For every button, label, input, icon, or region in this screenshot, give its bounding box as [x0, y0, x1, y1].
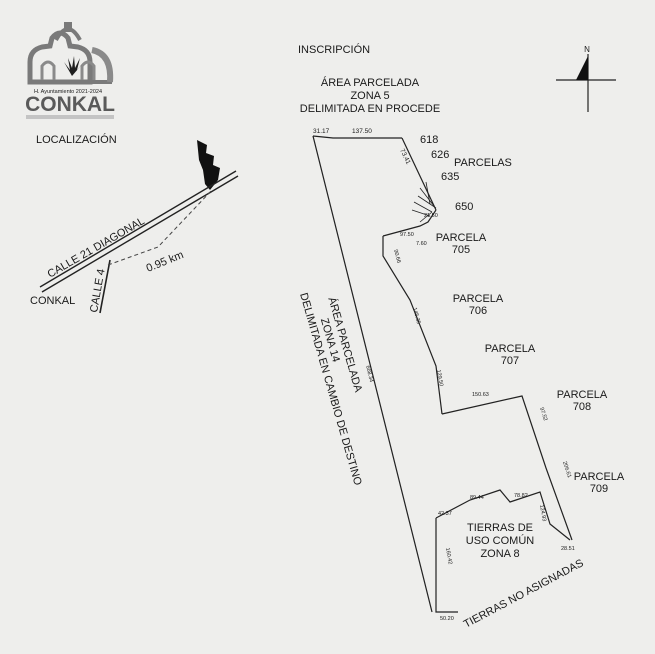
cluster-ray-1	[417, 195, 437, 209]
measure-137-50: 137.50	[352, 128, 372, 135]
parcel-705-number: 705	[452, 244, 470, 256]
north-arrow: N	[556, 45, 616, 112]
cluster-ray-2	[419, 187, 435, 207]
parcel-706-label: PARCELA	[453, 293, 504, 305]
zone5-line3: DELIMITADA EN PROCEDE	[300, 103, 440, 115]
north-letter: N	[584, 45, 590, 54]
cluster-outline	[382, 209, 437, 237]
distance-label: 0.95 km	[145, 249, 186, 275]
zone5-line1: ÁREA PARCELADA	[321, 76, 420, 89]
measure-42-37: 42.37	[438, 511, 452, 517]
measure-145-35: 145.35	[411, 307, 421, 325]
parcel-708-number: 708	[573, 401, 591, 413]
site-shape	[197, 140, 220, 190]
cluster-ray-4	[413, 201, 433, 213]
cluster-ray-5	[411, 209, 431, 217]
east-boundary	[382, 236, 443, 415]
logo-base	[28, 80, 112, 84]
parcel-709-label: PARCELA	[574, 471, 625, 483]
measure-160-42: 160.42	[444, 547, 453, 565]
logo-arch-left	[40, 60, 56, 82]
measure-97-50: 97.50	[400, 232, 414, 238]
logo-right-wing	[91, 47, 114, 83]
measure-28-51: 28.51	[561, 546, 575, 552]
logo-name: CONKAL	[25, 93, 115, 116]
tierras-no-asignadas-label: TIERRAS NO ASIGNADAS	[462, 557, 586, 630]
uso-comun-boundary	[435, 489, 571, 541]
plan-polygon	[312, 135, 573, 613]
parcel-705-label: PARCELA	[436, 232, 487, 244]
step-boundary	[441, 395, 573, 541]
uso-comun-line1: TIERRAS DE	[467, 522, 533, 534]
measure-150-63: 150.63	[472, 392, 489, 398]
location-inset: CALLE 21 DIAGONAL CALLE 4 CONKAL 0.95 km	[30, 140, 239, 314]
calle-21-line-a	[41, 175, 239, 293]
parcel-706-number: 706	[469, 305, 487, 317]
parcel-number-618: 618	[420, 134, 438, 146]
conkal-label: CONKAL	[30, 295, 75, 307]
north-boundary	[312, 135, 402, 139]
measure-31-17: 31.17	[313, 128, 330, 135]
calle-4-line	[99, 259, 111, 314]
conkal-logo: H. Ayuntamiento 2021-2024 CONKAL	[25, 22, 115, 119]
measure-97-52: 97.52	[538, 407, 548, 422]
cluster-ray-6	[419, 211, 433, 223]
route-dashed	[107, 189, 213, 266]
measure-90-66: 90.66	[392, 249, 401, 264]
parcel-number-626: 626	[431, 149, 449, 161]
parcel-number-650: 650	[455, 201, 473, 213]
measure-206-61: 206.61	[561, 461, 572, 479]
measure-50-20: 50.20	[440, 616, 454, 622]
inscripcion-title: INSCRIPCIÓN	[298, 43, 370, 56]
logo-arch-right	[80, 60, 96, 82]
parcel-709-number: 709	[590, 483, 608, 495]
measure-124-93: 124.93	[538, 504, 547, 522]
measure-78-82: 78.82	[514, 493, 528, 499]
measure-129-50: 129.50	[435, 369, 444, 387]
calle-21-line-b	[39, 170, 237, 288]
uso-comun-west	[435, 518, 458, 613]
measure-668-34: 668.34	[364, 365, 374, 383]
northeast-diagonal	[401, 137, 437, 211]
logo-agave-icon	[64, 56, 84, 76]
logo-tagline-bar	[26, 115, 114, 119]
parcel-707-label: PARCELA	[485, 343, 536, 355]
uso-comun-line3: ZONA 8	[480, 548, 519, 560]
measure-7-60: 7.60	[416, 241, 427, 247]
logo-tower	[64, 22, 72, 32]
uso-comun-line2: USO COMÚN	[466, 534, 535, 547]
measure-21-50: 21.50	[424, 213, 438, 219]
cluster-ray-3	[425, 181, 431, 205]
localizacion-title: LOCALIZACIÓN	[36, 133, 117, 146]
logo-subtitle: H. Ayuntamiento 2021-2024	[34, 89, 102, 95]
west-boundary	[312, 135, 433, 613]
measure-89-44: 89.44	[470, 495, 484, 501]
zone5-line2: ZONA 5	[350, 90, 389, 102]
parcel-number-635: 635	[441, 171, 459, 183]
parcel-708-label: PARCELA	[557, 389, 608, 401]
parcelas-group-label: PARCELAS	[454, 157, 512, 169]
measure-73-41: 73.41	[398, 148, 412, 166]
parcel-707-number: 707	[501, 355, 519, 367]
north-arrow-head	[576, 56, 588, 80]
